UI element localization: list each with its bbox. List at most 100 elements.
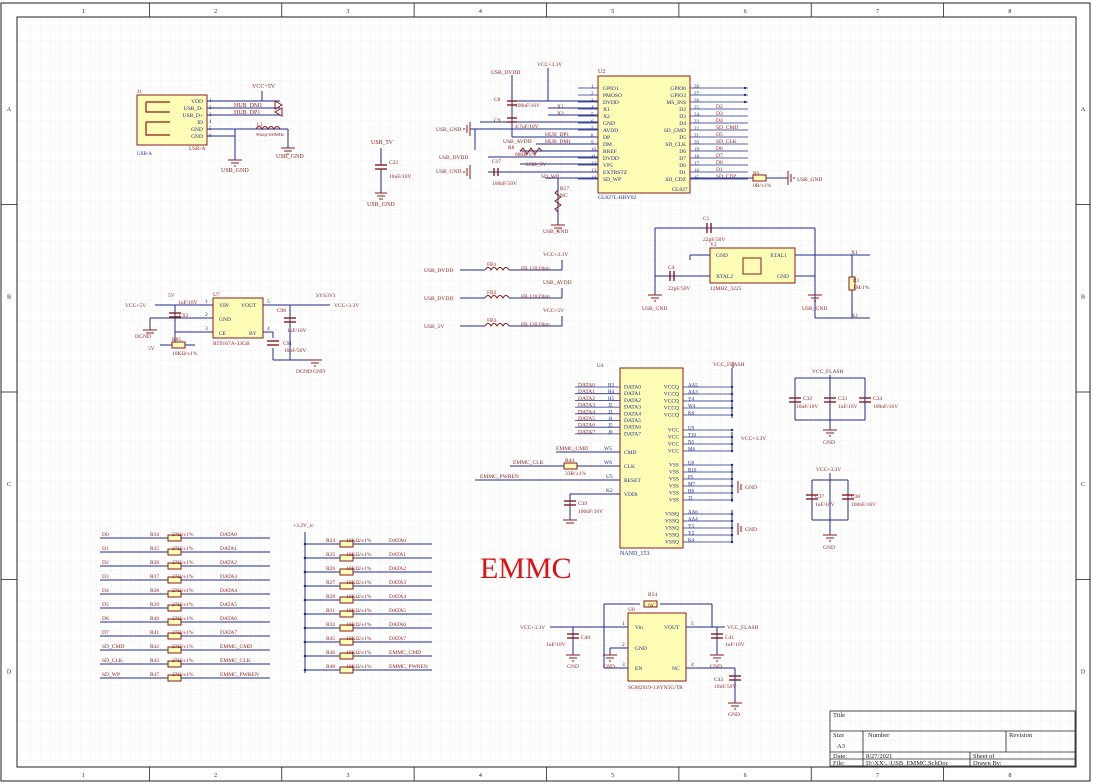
u4-vccq-ball: AA5 [688,384,698,389]
u2-right-pin: SD_CLK [665,142,686,148]
c32-value: 10uF/10V [796,404,818,410]
u7-ref: U7 [213,292,220,298]
c41-ref: C41 [725,635,734,641]
r1-value: 1M/1% [853,285,870,291]
pullup-net-label: DATA7 [389,636,406,642]
u4-vccq-ball: Y4 [688,398,695,403]
u4-clk-net: EMMC_CLK [513,460,544,466]
u2-net-x1: X1 [557,104,564,110]
r17-resistor [554,189,562,213]
u2-left-pin: AVDD [603,128,618,134]
u4-vcc-ball: N5 [688,441,695,446]
ferrite-left-net: USB_5V [424,324,444,330]
u7-num-2: 2 [205,312,208,318]
series-left-net: D1 [102,546,109,552]
c34-ref: C34 [873,396,882,402]
u2-peripherals [470,68,788,225]
pullup-net-label: EMMC_PWREN [389,664,428,670]
u4-vssq-pin: VSSQ [665,526,679,532]
size-value: A3 [837,743,845,750]
u2-right-pin-num: 16 [694,169,700,174]
pullup-value: 10KΩ/±1% [346,650,372,656]
pullup-ref: R48 [326,664,335,670]
u4-vccq-pin: VCCQ [664,385,679,391]
c43-value: 10nF/50V [714,684,736,690]
c17-value: 100nF/50V [492,181,517,187]
y2-pin-xtal2: XTAL2 [716,274,733,280]
u4-vssq-pin: VSSQ [665,519,679,525]
pullup-net-label: DATA2 [389,566,406,572]
u2-right-pin-num: 23 [694,120,700,125]
u4-vss-ball: H6 [688,490,695,495]
u2-right-net: D1 [716,167,723,173]
c38-value: 100nF/16V [851,502,876,508]
j1-pin-2: USB_D- [184,106,203,112]
u2-right-pin-num: 27 [694,92,700,97]
c22-ref: C22 [389,160,398,166]
series-right-net: DATA3 [220,574,237,580]
title-block [829,710,1076,767]
u4-vcc-ball: U9 [688,427,695,432]
u2-usb-gnd-left: USB_GND [436,127,461,133]
c8-value: 100nF/16V [515,103,540,109]
u2-vcc33: VCC+3.3V [537,62,562,68]
u2-right-pin-num: 19 [694,148,700,153]
crystal-gnd-left: USB_GND [642,306,667,312]
u4-data-pin: DATA6 [624,425,641,431]
u2-right-pin-num: 21 [694,134,700,139]
u4-data-ball: J5 [608,424,613,429]
c17-ref: C17 [492,159,501,165]
series-res-value: 27Ω/±1% [172,546,194,552]
u4-data-pin: DATA1 [624,391,641,397]
sheet-label: Sheet of [973,753,995,760]
row-marker-right: B [1081,294,1085,300]
u4-value: NAND_153 [620,551,649,557]
u8-gnd-3: GND [710,664,722,670]
usb-dm-net: HUB_DM1 [234,103,262,109]
u8-num-1: 1 [622,621,625,627]
r9-value: 0R/±1% [753,183,772,189]
u2-usb-dvdd-2: USB_DVDD [439,155,468,161]
pullup-ref: R26 [326,566,335,572]
pullup-ref: R32 [326,622,335,628]
series-right-net: EMMC_CMD [220,644,252,650]
u8-gnd-1: GND [567,664,579,670]
series-res-value: 27Ω/±1% [172,588,194,594]
u2-hub-dm1: HUB_DM1 [545,139,571,145]
u2-right-pin: D0 [679,163,686,169]
u4-vss-ball: J3 [688,497,693,502]
series-left-net: SD_WP [102,672,120,678]
y2-pin-gnd2: GND [777,274,789,280]
r9-resistor [752,174,767,182]
title-label: Title [833,712,845,719]
u7-num-3: 3 [205,326,208,332]
pullup-value: 10KΩ/±1% [346,636,372,642]
c40-value: 1uF/10V [546,642,566,648]
series-res-value: 27Ω/±1% [172,532,194,538]
c1-value: 22pF/50V [703,237,725,243]
main-title: EMMC [480,552,572,585]
u4-pin-clk: CLK [624,464,635,470]
row-marker-left: D [7,669,12,675]
u2-right-net: SD_CLK [716,139,737,145]
row-marker-right: A [1081,107,1086,113]
u2-net-x2: X2 [557,111,564,117]
r8-value: 680R/1% [515,152,536,158]
u7-num-4: 4 [267,326,270,332]
u4-data-pin: DATA2 [624,398,641,404]
u4-vssq-ball: K4 [688,539,695,544]
row-marker-right: C [1081,482,1085,488]
u4-data-ball: H3 [608,384,615,389]
file-label: File: [833,760,845,767]
column-marker-top: 4 [479,9,482,15]
u8-pin-nc: NC [672,666,680,672]
r54-value: NC [648,603,656,609]
u4-vss-pin: VSS [669,498,679,504]
u2-right-net: D4 [716,118,723,124]
pullup-value: 10KΩ/±1% [346,580,372,586]
pullup-net: +3.3V_ic [293,523,314,529]
u7-dgnd-2: DGND [296,369,312,375]
u7-num-5: 5 [267,299,270,305]
u2-chip-name: GL827 [672,187,688,193]
